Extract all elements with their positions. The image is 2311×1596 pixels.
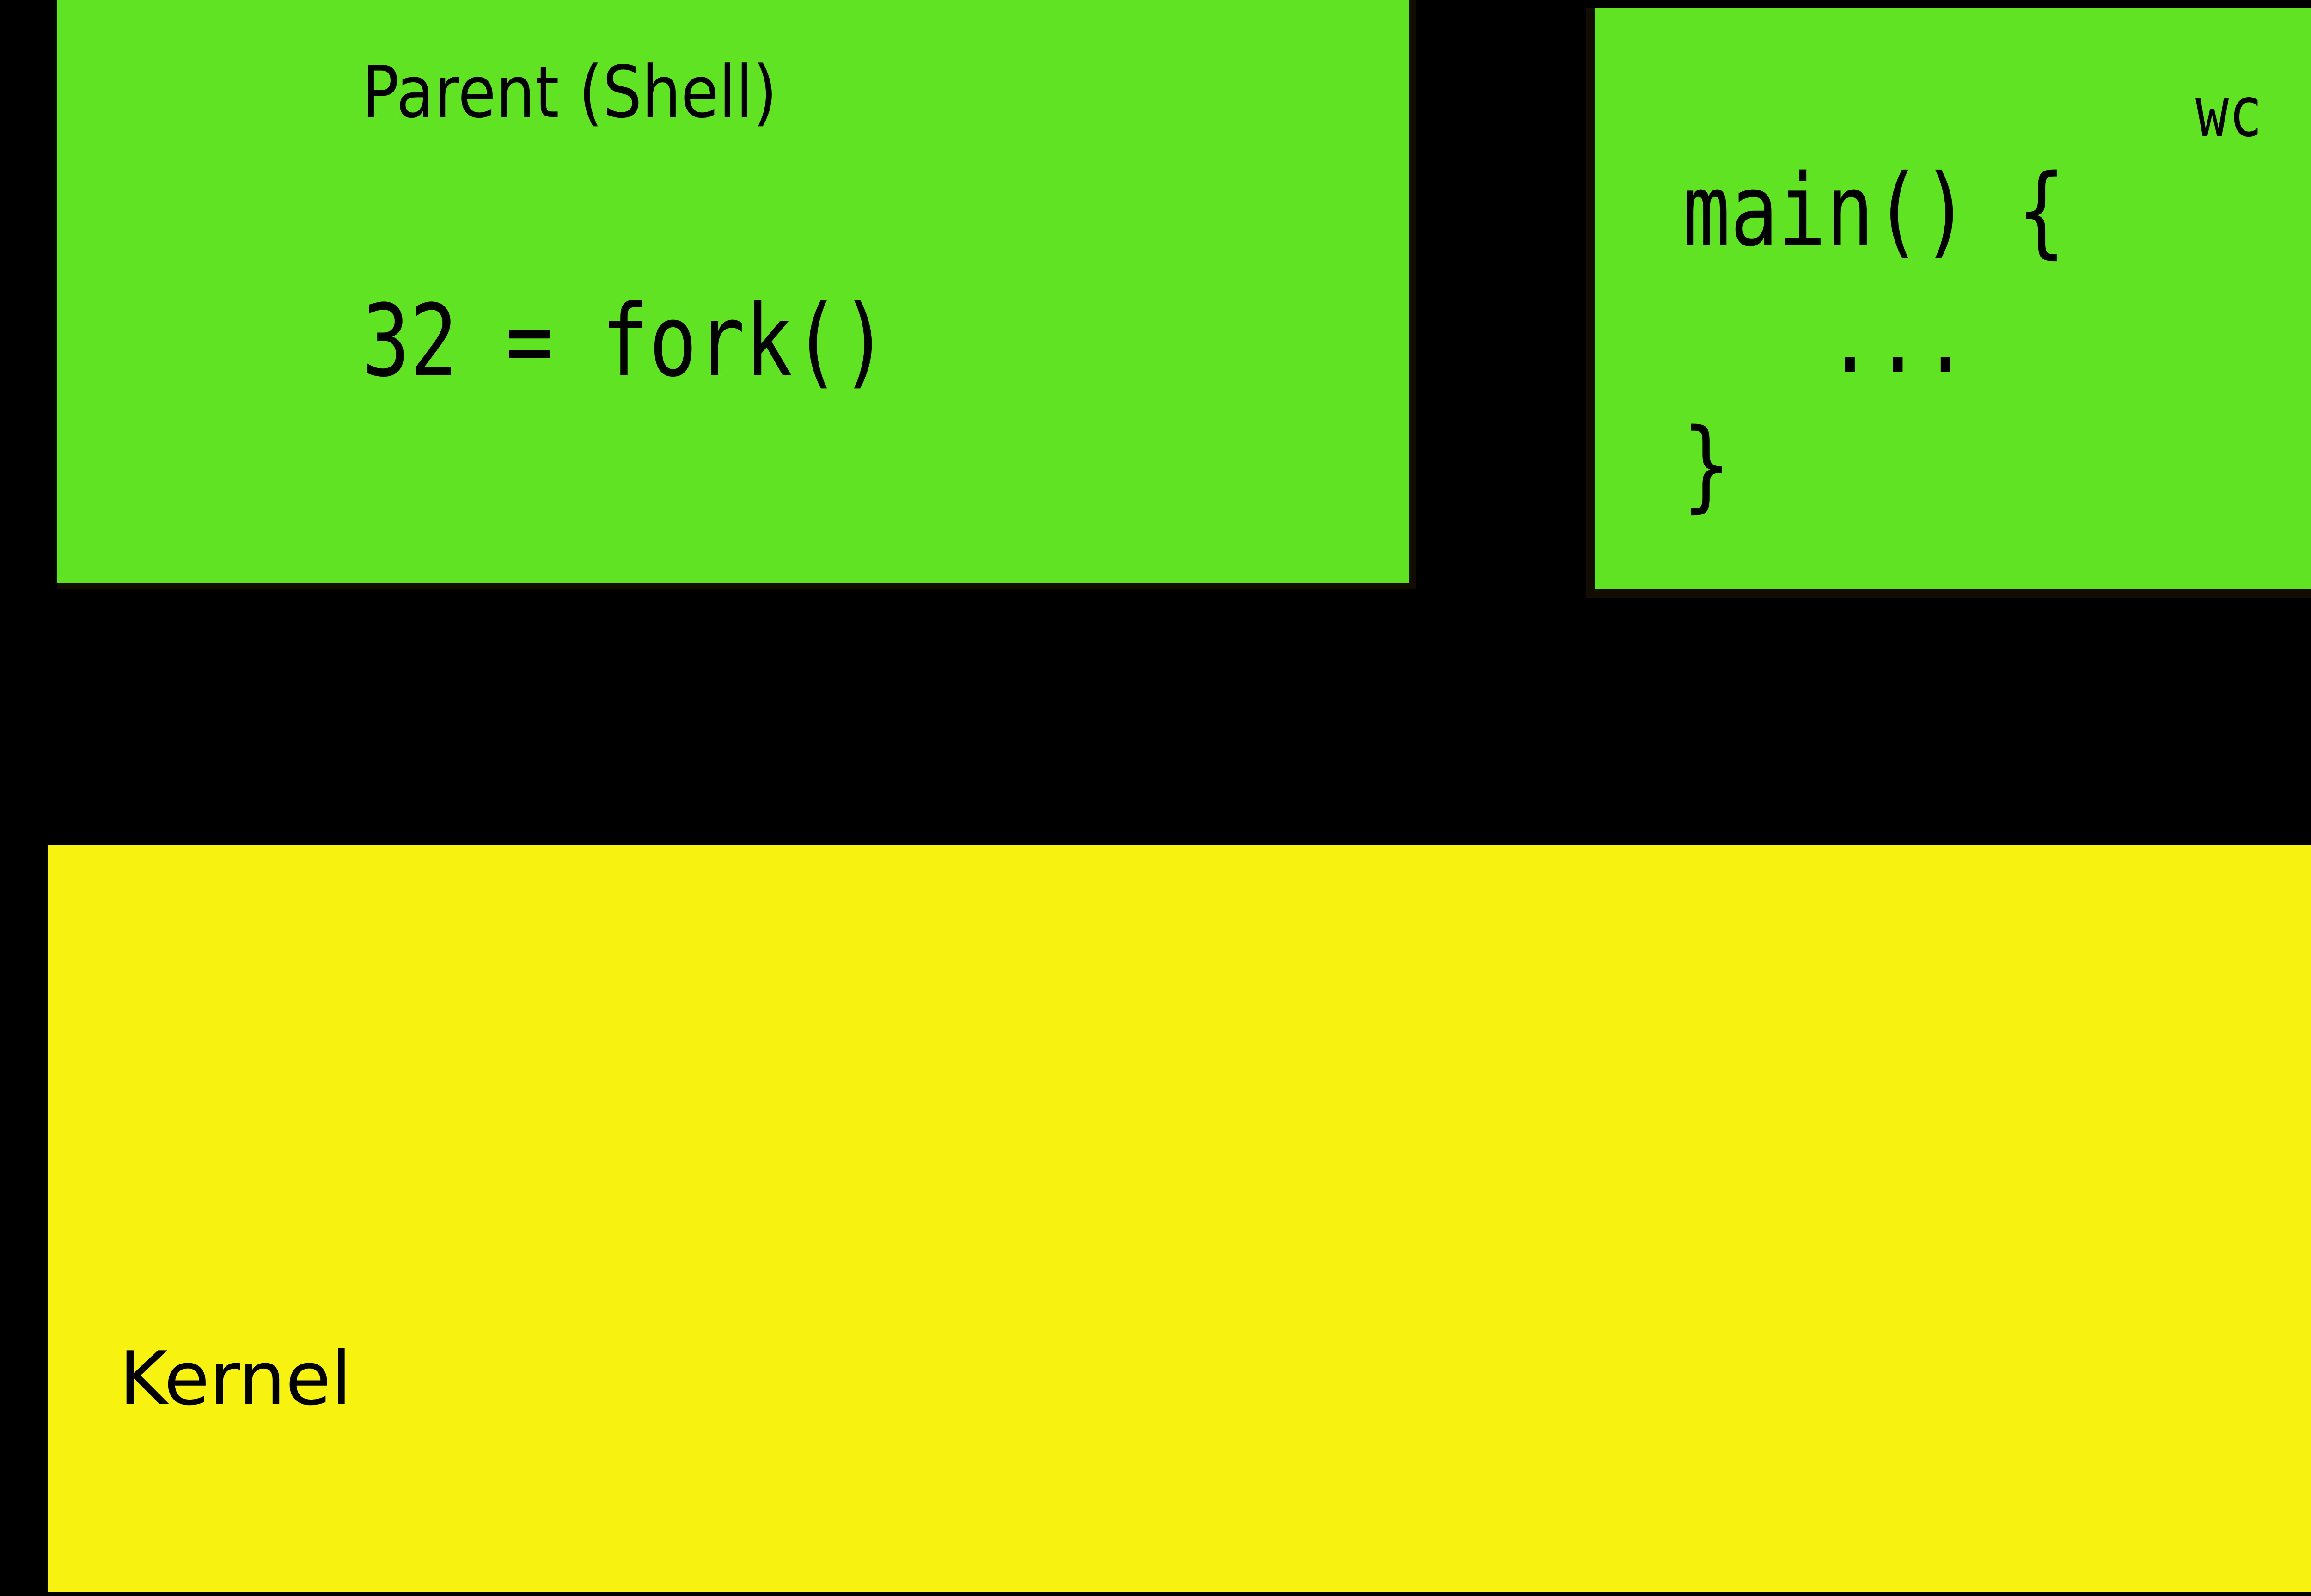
child-process-code: main() { ... } — [1682, 153, 2066, 523]
kernel-box: Kernel — [48, 845, 2311, 1592]
parent-process-title: Parent (Shell) — [362, 50, 777, 134]
kernel-label: Kernel — [119, 1335, 352, 1422]
child-process-title: wc — [2195, 72, 2262, 153]
parent-process-box: Parent (Shell) 32 = fork() — [57, 0, 1416, 589]
parent-process-code: 32 = fork() — [362, 283, 889, 399]
child-process-box: wc main() { ... } — [1586, 8, 2311, 598]
